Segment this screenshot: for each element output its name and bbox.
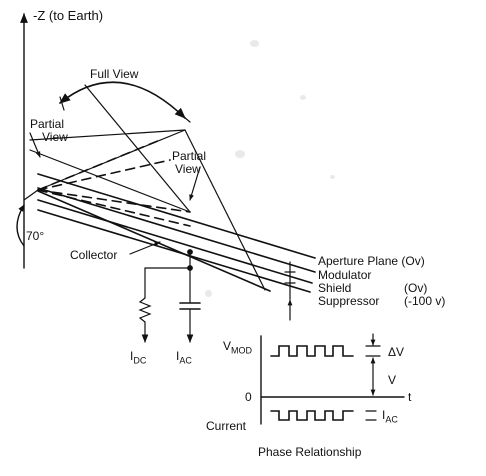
partial-view-right-label-line2: View	[175, 162, 201, 176]
suppressor-line	[37, 209, 311, 293]
time-label: t	[408, 390, 412, 404]
iac-output-label: IAC	[176, 350, 192, 365]
junction-dot	[187, 265, 193, 271]
vmod-label: VMOD	[223, 340, 252, 355]
iac-timing-label: IAC	[382, 409, 398, 424]
angle-tick	[23, 189, 39, 201]
full-view-ray	[37, 129, 186, 191]
modulator-line	[37, 187, 316, 273]
suppressor-label: Suppressor	[318, 294, 380, 308]
junction-dot	[187, 249, 193, 255]
shield-label: Shield	[318, 281, 352, 295]
idc-sub: DC	[133, 355, 147, 366]
shield-line	[37, 199, 313, 284]
scan-speck	[235, 150, 245, 158]
vmod-main: V	[223, 339, 232, 353]
aperture-plane-label: Aperture Plane (Ov)	[318, 254, 425, 268]
suppressor-value: (-100 v)	[404, 294, 446, 308]
partial-view-right-label-line1: Partial	[172, 149, 207, 163]
scan-speck	[250, 40, 259, 47]
collector-label: Collector	[70, 248, 118, 262]
idc-main: I	[130, 349, 134, 363]
partial-view-right-pointer	[189, 166, 201, 201]
z-axis-label: -Z (to Earth)	[33, 8, 104, 23]
dashed-ray	[37, 159, 171, 191]
full-view-tick	[177, 111, 191, 123]
aperture-plane-line	[37, 173, 316, 259]
angle-arc	[16, 204, 25, 247]
current-waveform	[270, 410, 354, 421]
shield-value: (Ov)	[404, 281, 428, 295]
iac-timing-main: I	[382, 408, 386, 422]
resistor-symbol	[138, 297, 152, 323]
vmod-waveform	[270, 345, 354, 357]
zero-label: 0	[245, 390, 252, 404]
scan-speck	[330, 175, 335, 179]
current-label: Current	[206, 419, 247, 433]
modulator-label: Modulator	[318, 268, 372, 282]
delta-v-label: ΔV	[388, 345, 405, 359]
partial-view-left-pointer	[29, 132, 41, 158]
full-view-arc	[59, 81, 186, 119]
partial-view-left-label-line2: View	[42, 130, 68, 144]
dashed-ray	[37, 189, 191, 213]
phase-relationship-caption: Phase Relationship	[258, 445, 362, 459]
partial-view-ray	[29, 149, 191, 213]
scan-speck	[300, 95, 306, 100]
scan-speck	[205, 290, 212, 297]
dashed-ray	[37, 189, 191, 227]
partial-view-ray	[29, 129, 186, 141]
iac-output-main: I	[176, 349, 180, 363]
v-label: V	[388, 373, 397, 387]
partial-view-left-label-line1: Partial	[30, 117, 65, 131]
angle-label: 70°	[26, 229, 45, 243]
vmod-sub: MOD	[231, 345, 253, 356]
iac-timing-sub: AC	[385, 414, 398, 425]
iac-output-sub: AC	[179, 355, 192, 366]
full-view-label: Full View	[90, 67, 139, 81]
full-view-tick	[59, 96, 65, 111]
idc-label: IDC	[130, 350, 146, 365]
collector-pointer	[129, 241, 161, 255]
collector-line	[37, 190, 271, 292]
partial-view-ray	[184, 129, 266, 291]
